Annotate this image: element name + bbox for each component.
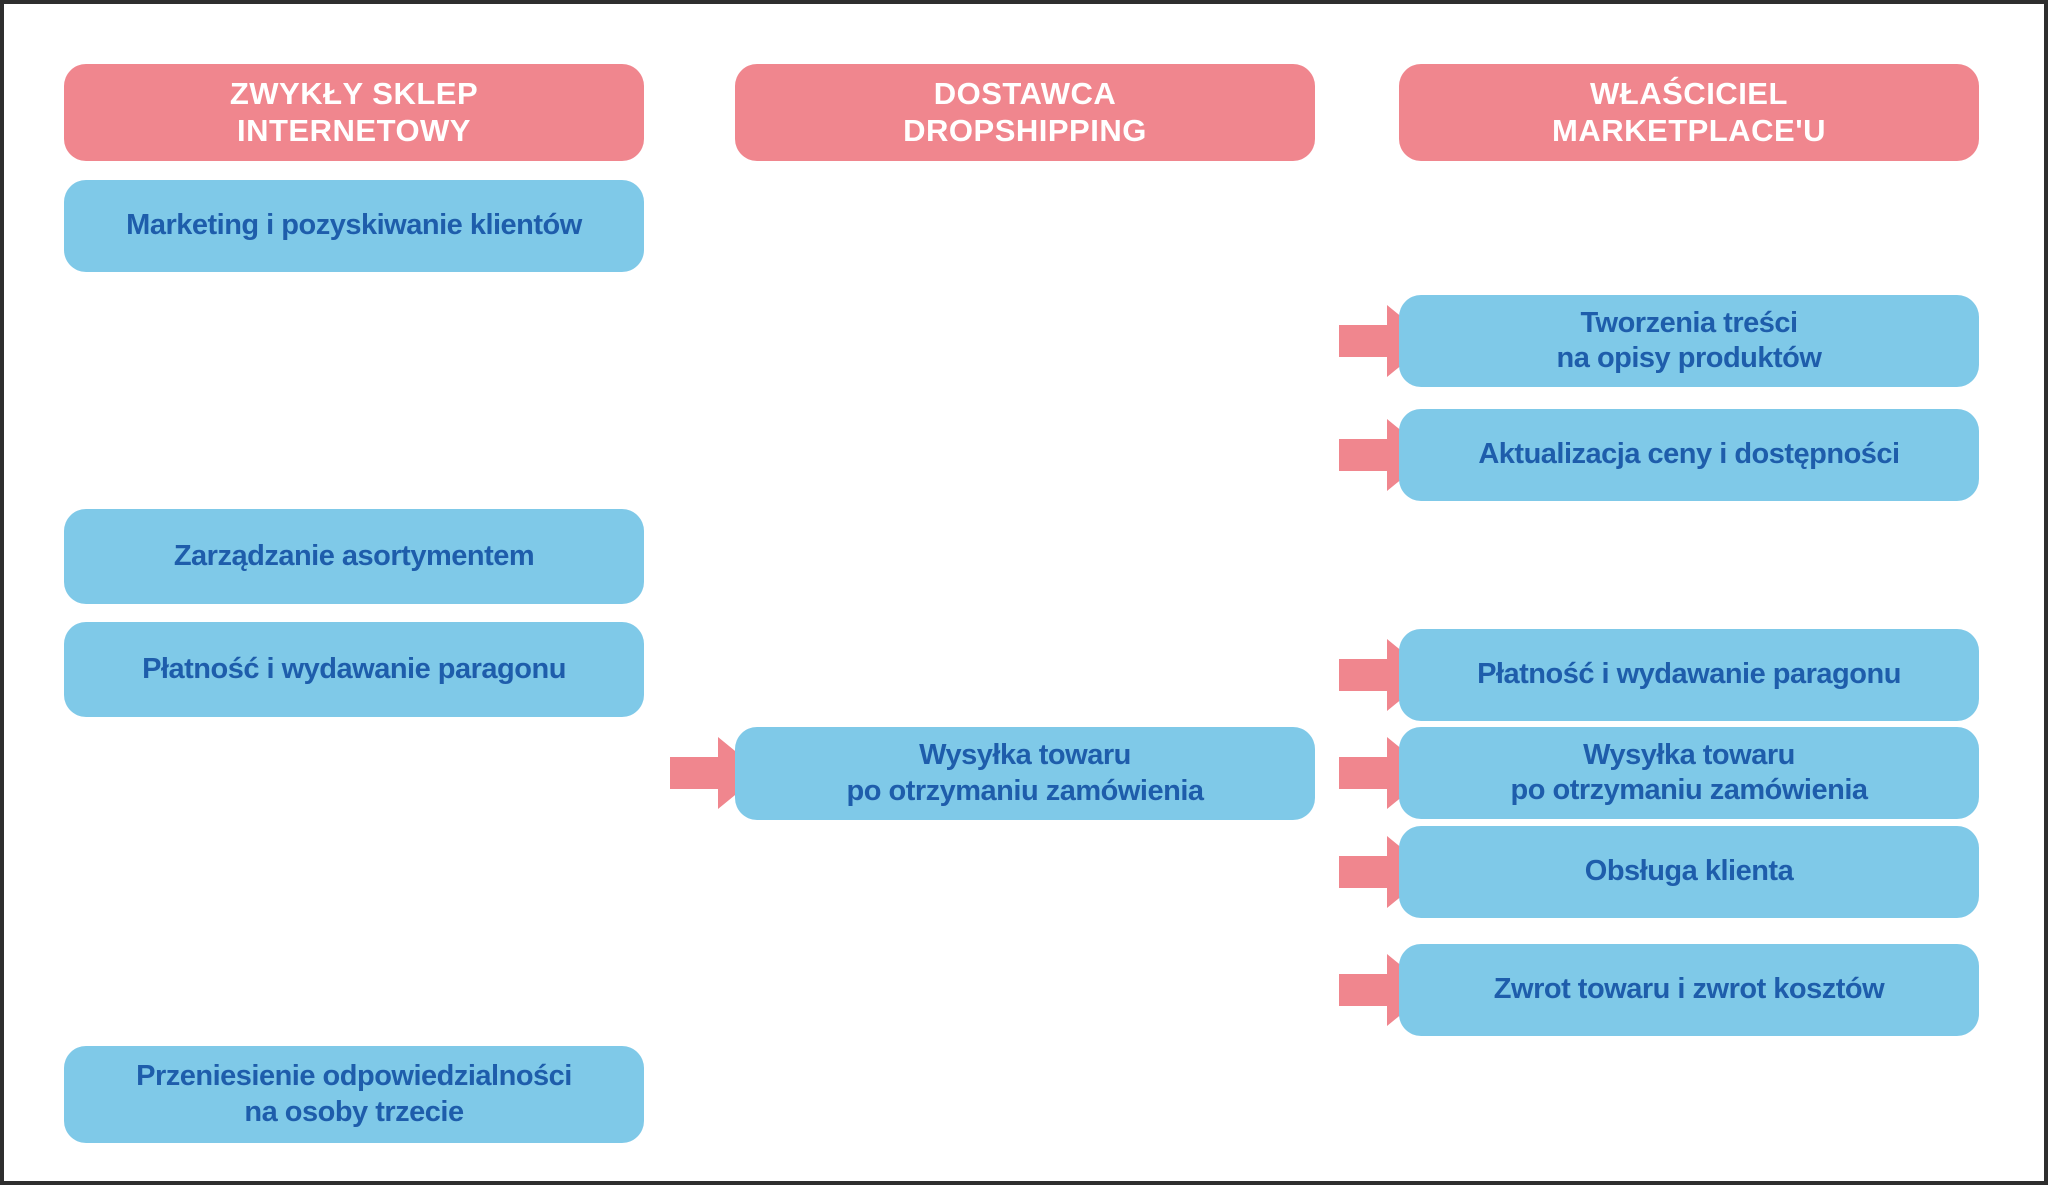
task-box-marketing-and-customer-acquisition: Marketing i pozyskiwanie klientów <box>64 180 644 272</box>
task-box-price-and-availability-update: Aktualizacja ceny i dostępności <box>1399 409 1979 501</box>
task-box-shipping-after-order-supplier: Wysyłka towaru po otrzymaniu zamówienia <box>735 727 1315 820</box>
task-box-payment-and-receipt-marketplace: Płatność i wydawanie paragonu <box>1399 629 1979 721</box>
column-header-regular-online-shop: ZWYKŁY SKLEP INTERNETOWY <box>64 64 644 161</box>
task-box-content-creation-product-descriptions: Tworzenia treści na opisy produktów <box>1399 295 1979 387</box>
task-box-transfer-of-responsibility: Przeniesienie odpowiedzialności na osoby… <box>64 1046 644 1143</box>
task-box-shipping-after-order-marketplace: Wysyłka towaru po otrzymaniu zamówienia <box>1399 727 1979 819</box>
task-box-assortment-management: Zarządzanie asortymentem <box>64 509 644 604</box>
column-header-marketplace-owner: WŁAŚCICIEL MARKETPLACE'U <box>1399 64 1979 161</box>
task-box-payment-and-receipt-shop: Płatność i wydawanie paragonu <box>64 622 644 717</box>
task-box-customer-service: Obsługa klienta <box>1399 826 1979 918</box>
column-header-dropshipping-supplier: DOSTAWCA DROPSHIPPING <box>735 64 1315 161</box>
task-box-returns-and-refunds: Zwrot towaru i zwrot kosztów <box>1399 944 1979 1036</box>
